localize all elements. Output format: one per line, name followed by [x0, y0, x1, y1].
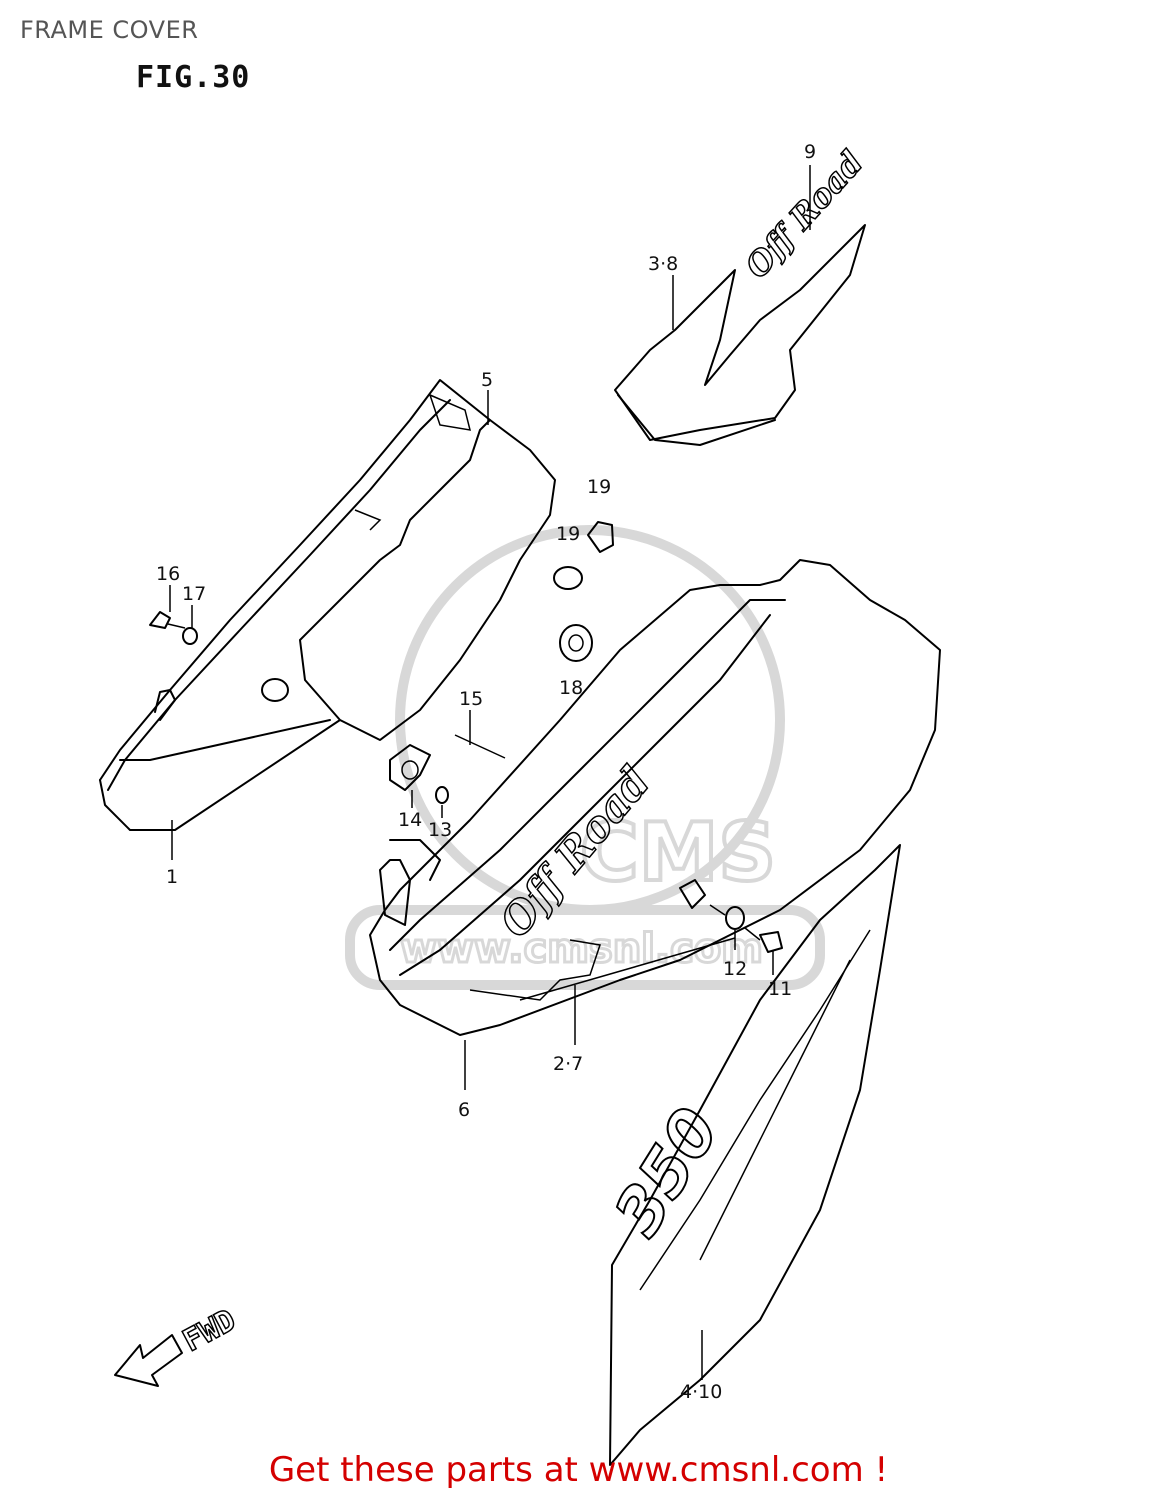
callout-16: 16 [156, 563, 180, 585]
frame-cover-left [99, 379, 556, 831]
callout-5: 5 [481, 369, 493, 391]
decal-upper-off-road: Off Road [614, 143, 871, 446]
callout-17: 17 [182, 583, 206, 605]
callout-15: 15 [459, 688, 483, 710]
hardware [149, 521, 783, 953]
leader-lines [169, 165, 811, 1380]
callout-2-7: 2·7 [553, 1053, 583, 1075]
callout-6: 6 [458, 1099, 470, 1121]
callout-4-10: 4·10 [680, 1381, 722, 1403]
watermark-brand: CMS [580, 806, 776, 899]
page-title: FRAME COVER [20, 16, 199, 44]
callout-14: 14 [398, 809, 422, 831]
fwd-label: FWD [177, 1303, 241, 1359]
callout-11: 11 [768, 978, 792, 1000]
decal-upper-text: Off Road [738, 144, 871, 286]
footer-cta[interactable]: Get these parts at www.cmsnl.com ! [268, 1450, 889, 1490]
callout-18: 18 [559, 677, 583, 699]
callout-3-8: 3·8 [648, 253, 678, 275]
callout-12: 12 [723, 958, 747, 980]
callout-19-upper: 19 [587, 476, 611, 498]
callout-9: 9 [804, 141, 816, 163]
fwd-arrow-icon [114, 1334, 183, 1387]
callout-labels: 9 3·8 5 19 19 16 17 18 15 14 13 1 12 11 … [156, 141, 816, 1403]
callout-1: 1 [166, 866, 178, 888]
figure-number: FIG.30 [136, 60, 251, 95]
watermark-logo: CMS www.cmsnl.com [345, 525, 825, 990]
callout-13: 13 [428, 819, 452, 841]
watermark-url: www.cmsnl.com [400, 926, 763, 972]
forward-direction-indicator: FWD [114, 1302, 242, 1387]
callout-19-lower: 19 [556, 523, 580, 545]
decal-350-text: 350 [601, 1096, 735, 1249]
